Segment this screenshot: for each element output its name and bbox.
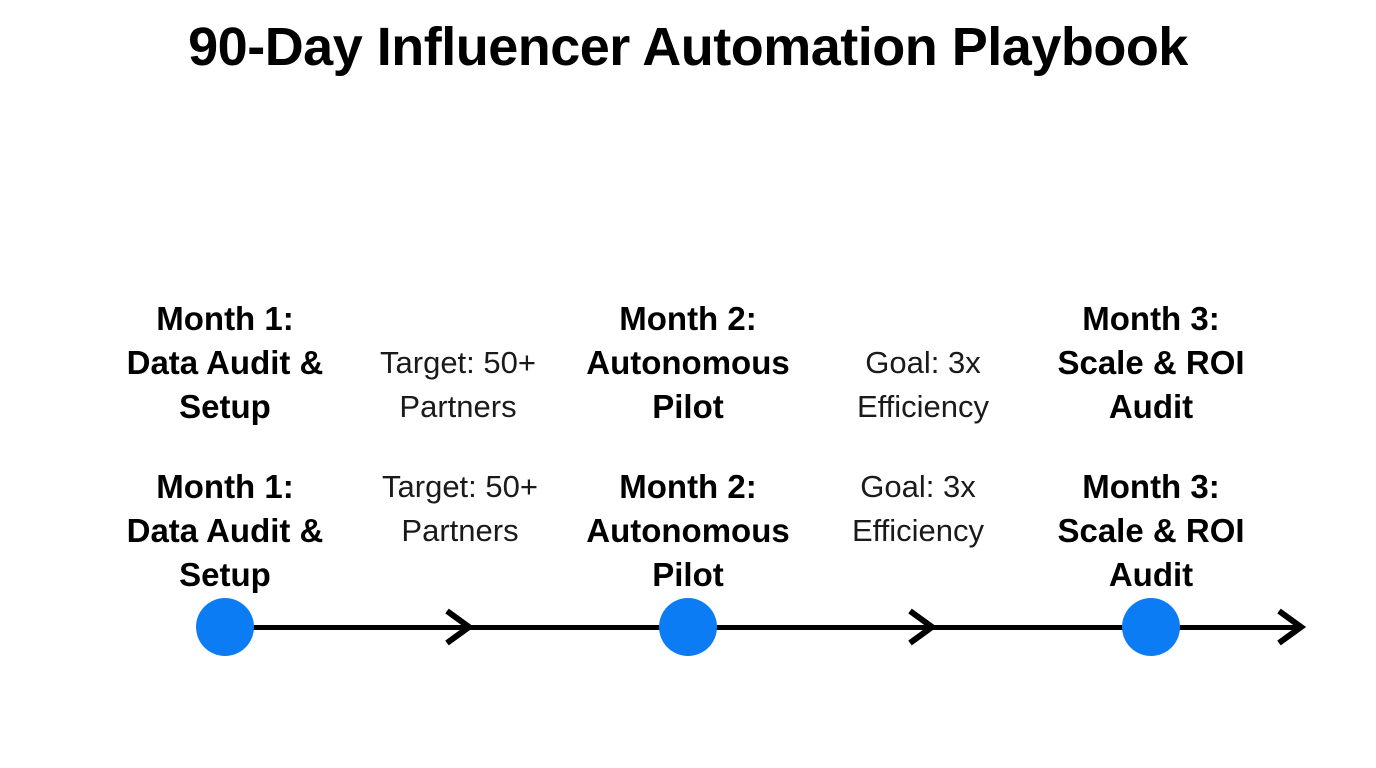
milestone-2-line-2: Autonomous — [586, 344, 790, 381]
milestone-3-line-2: Scale & ROI — [1057, 344, 1245, 381]
arrow-1-icon — [441, 605, 475, 649]
milestone-2-label-top: Month 2: Autonomous Pilot — [518, 297, 858, 429]
timeline-axis-line — [225, 625, 1300, 630]
milestone-1-node[interactable] — [196, 598, 254, 656]
milestone-2-line-1: Month 2: — [619, 300, 757, 337]
arrow-3-icon — [1273, 605, 1307, 649]
milestone-3-line-1: Month 3: — [1082, 300, 1220, 337]
connector-1-line-2: Partners — [399, 389, 517, 424]
timeline-diagram: Month 1: Data Audit & Setup Target: 50+ … — [0, 215, 1376, 656]
connector-2-line-1-b: Goal: 3x — [860, 469, 976, 504]
milestone-1-line-1-b: Month 1: — [156, 468, 294, 505]
arrow-2-icon — [904, 605, 938, 649]
connector-1-line-1: Target: 50+ — [380, 345, 536, 380]
milestone-1-line-3: Setup — [179, 388, 271, 425]
milestone-3-label-top: Month 3: Scale & ROI Audit — [981, 297, 1321, 429]
milestone-2-label-bottom: Month 2: Autonomous Pilot — [518, 465, 858, 597]
milestone-3-node[interactable] — [1122, 598, 1180, 656]
milestone-2-line-3: Pilot — [652, 388, 724, 425]
connector-2-label-bottom: Goal: 3x Efficiency — [778, 465, 1058, 553]
milestone-3-line-2-b: Scale & ROI — [1057, 512, 1245, 549]
milestone-1-line-1: Month 1: — [156, 300, 294, 337]
milestone-2-line-3-b: Pilot — [652, 556, 724, 593]
connector-2-line-2-b: Efficiency — [851, 513, 985, 548]
milestone-3-line-3: Audit — [1108, 388, 1194, 425]
connector-1-label-bottom: Target: 50+ Partners — [320, 465, 600, 553]
connector-1-line-1-b: Target: 50+ — [382, 469, 538, 504]
page-title: 90-Day Influencer Automation Playbook — [188, 17, 1188, 77]
milestone-3-line-1-b: Month 3: — [1082, 468, 1220, 505]
milestone-2-line-2-b: Autonomous — [586, 512, 790, 549]
connector-2-line-2: Efficiency — [856, 389, 990, 424]
milestone-1-line-3-b: Setup — [179, 556, 271, 593]
milestone-3-line-3-b: Audit — [1108, 556, 1194, 593]
milestone-1-label-bottom: Month 1: Data Audit & Setup — [55, 465, 395, 597]
milestone-1-line-2-b: Data Audit & — [126, 512, 324, 549]
milestone-1-line-2: Data Audit & — [126, 344, 324, 381]
milestone-2-line-1-b: Month 2: — [619, 468, 757, 505]
connector-2-label-top: Goal: 3x Efficiency — [783, 341, 1063, 429]
connector-1-label-top: Target: 50+ Partners — [318, 341, 598, 429]
milestone-1-label-top: Month 1: Data Audit & Setup — [55, 297, 395, 429]
milestone-3-label-bottom: Month 3: Scale & ROI Audit — [981, 465, 1321, 597]
connector-2-line-1: Goal: 3x — [865, 345, 981, 380]
connector-1-line-2-b: Partners — [401, 513, 519, 548]
milestone-2-node[interactable] — [659, 598, 717, 656]
